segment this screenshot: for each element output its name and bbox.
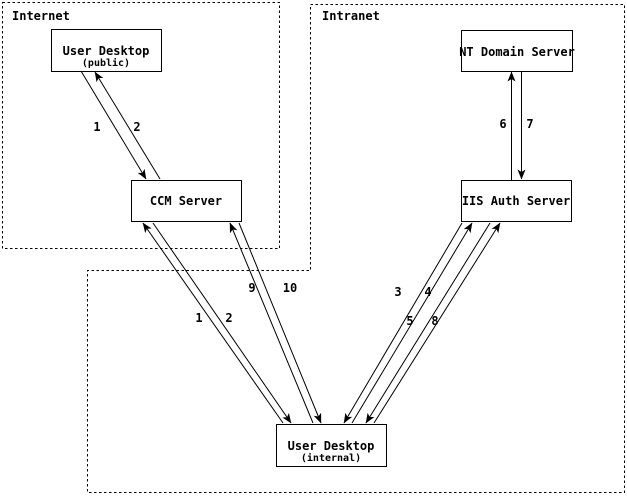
- step-label-2-internal: 2: [225, 311, 232, 325]
- node-box: [51, 29, 162, 72]
- edge-line-3-iis-to-internal-desktop: [343, 222, 463, 424]
- node-title: User Desktop: [63, 44, 150, 58]
- step-label-4: 4: [424, 285, 431, 299]
- node-title: User Desktop: [288, 439, 375, 453]
- edge-line-1-internal-desktop-to-ccm: [142, 222, 284, 424]
- node-nt-domain-server: NT Domain Server: [459, 30, 575, 72]
- node-title: NT Domain Server: [459, 45, 575, 59]
- step-label-1-public: 1: [93, 120, 100, 134]
- intranet-region-border: [87, 4, 625, 493]
- node-box: [276, 424, 387, 467]
- edge-line-10-ccm-to-internal-desktop: [238, 222, 322, 424]
- edge-line-1-public-desktop-to-ccm: [80, 70, 147, 180]
- node-box: [131, 180, 242, 222]
- node-subtitle: (public): [82, 57, 130, 69]
- step-label-1-internal: 1: [195, 311, 202, 325]
- edge-line-9-internal-desktop-to-ccm: [229, 222, 314, 424]
- node-title: CCM Server: [150, 194, 222, 208]
- node-title: IIS Auth Server: [462, 194, 570, 208]
- node-subtitle: (internal): [301, 452, 361, 464]
- edge-line-4-internal-desktop-to-iis: [351, 222, 473, 424]
- edge-line-2-ccm-to-public-desktop: [94, 71, 161, 180]
- node-box: [461, 180, 572, 222]
- internet-region-border: [2, 2, 280, 249]
- internet-region-label: Internet: [12, 9, 70, 23]
- step-label-2-public: 2: [133, 120, 140, 134]
- edge-line-8-internal-desktop-to-iis: [373, 222, 501, 424]
- step-label-9: 9: [248, 281, 255, 295]
- node-user-desktop-public: User Desktop (public): [51, 29, 162, 72]
- edge-line-5-iis-to-internal-desktop: [365, 222, 491, 424]
- edge-line-2-ccm-to-internal-desktop: [152, 222, 292, 424]
- node-box: [461, 30, 573, 72]
- node-iis-auth-server: IIS Auth Server: [461, 180, 572, 222]
- step-label-3: 3: [394, 285, 401, 299]
- step-label-10: 10: [283, 281, 297, 295]
- node-user-desktop-internal: User Desktop (internal): [276, 424, 387, 467]
- step-label-8: 8: [431, 314, 438, 328]
- step-label-5: 5: [406, 314, 413, 328]
- step-label-7: 7: [526, 117, 533, 131]
- step-label-6: 6: [499, 117, 506, 131]
- intranet-region-label: Intranet: [322, 9, 380, 23]
- node-ccm-server: CCM Server: [131, 180, 242, 222]
